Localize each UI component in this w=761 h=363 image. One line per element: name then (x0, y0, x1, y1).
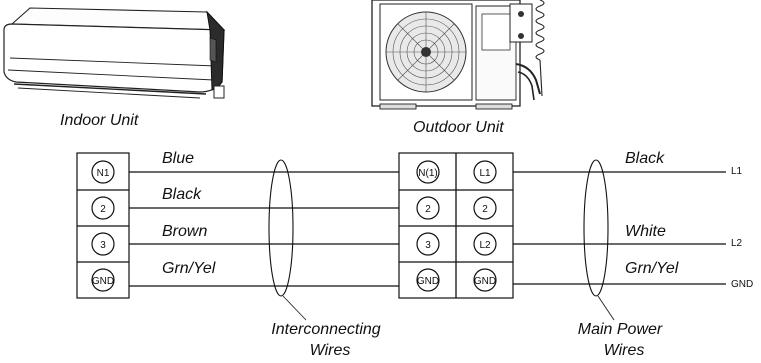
outdoor-terminal-n1: N(1) (416, 160, 440, 184)
power-leader-line (597, 295, 615, 321)
power-callout-line2: Wires (604, 342, 645, 359)
indoor-terminal-gnd: GND (91, 268, 115, 292)
fan-grille (385, 11, 467, 93)
power-bundle-ellipse (583, 159, 609, 297)
interconnect-leader-line (282, 295, 307, 321)
power-callout-line1: Main Power (578, 321, 663, 338)
outdoor-terminal-gnd: GND (416, 268, 440, 292)
power-label-white: White (625, 223, 666, 240)
interconnect-bundle-ellipse (268, 159, 294, 297)
indoor-unit-label: Indoor Unit (60, 112, 139, 129)
indoor-terminal-2: 2 (91, 196, 115, 220)
outdoor-terminal-gnd-right: GND (473, 268, 497, 292)
wire-label-black: Black (162, 186, 202, 203)
svg-text:N(1): N(1) (418, 168, 437, 179)
indoor-terminal-n1: N1 (91, 160, 115, 184)
outdoor-terminal-l2: L2 (473, 232, 497, 256)
outdoor-unit-label: Outdoor Unit (413, 119, 504, 136)
interconnect-callout-line1: Interconnecting (271, 321, 381, 338)
wire-label-blue: Blue (162, 150, 194, 167)
power-terminal-l1: L1 (731, 166, 743, 177)
power-terminal-gnd: GND (731, 279, 753, 290)
power-label-grn-yel: Grn/Yel (625, 260, 679, 277)
svg-text:GND: GND (92, 276, 114, 287)
indoor-terminal-block: N1 2 3 GND (76, 152, 130, 299)
svg-text:3: 3 (425, 240, 431, 251)
outdoor-terminal-block: N(1) 2 3 GND L1 2 L2 GND (398, 152, 514, 299)
outdoor-terminal-2-right: 2 (473, 196, 497, 220)
coiled-cable (535, 0, 545, 97)
svg-text:N1: N1 (97, 168, 110, 179)
outdoor-unit-illustration (371, 0, 545, 110)
svg-text:L1: L1 (479, 168, 491, 179)
interconnect-callout-line2: Wires (310, 342, 351, 359)
outdoor-terminal-2: 2 (416, 196, 440, 220)
wire-label-brown: Brown (162, 223, 207, 240)
svg-text:GND: GND (474, 276, 496, 287)
svg-text:GND: GND (417, 276, 439, 287)
indoor-terminal-3: 3 (91, 232, 115, 256)
indoor-unit-illustration (3, 7, 226, 99)
svg-text:2: 2 (482, 204, 488, 215)
interconnecting-wires (129, 171, 399, 287)
wire-label-grn-yel: Grn/Yel (162, 260, 216, 277)
outdoor-terminal-3: 3 (416, 232, 440, 256)
main-power-wires (513, 171, 726, 285)
outdoor-terminal-l1: L1 (473, 160, 497, 184)
svg-text:2: 2 (100, 204, 106, 215)
svg-text:L2: L2 (479, 240, 491, 251)
svg-text:2: 2 (425, 204, 431, 215)
svg-text:3: 3 (100, 240, 106, 251)
power-label-black: Black (625, 150, 665, 167)
power-terminal-l2: L2 (731, 238, 743, 249)
